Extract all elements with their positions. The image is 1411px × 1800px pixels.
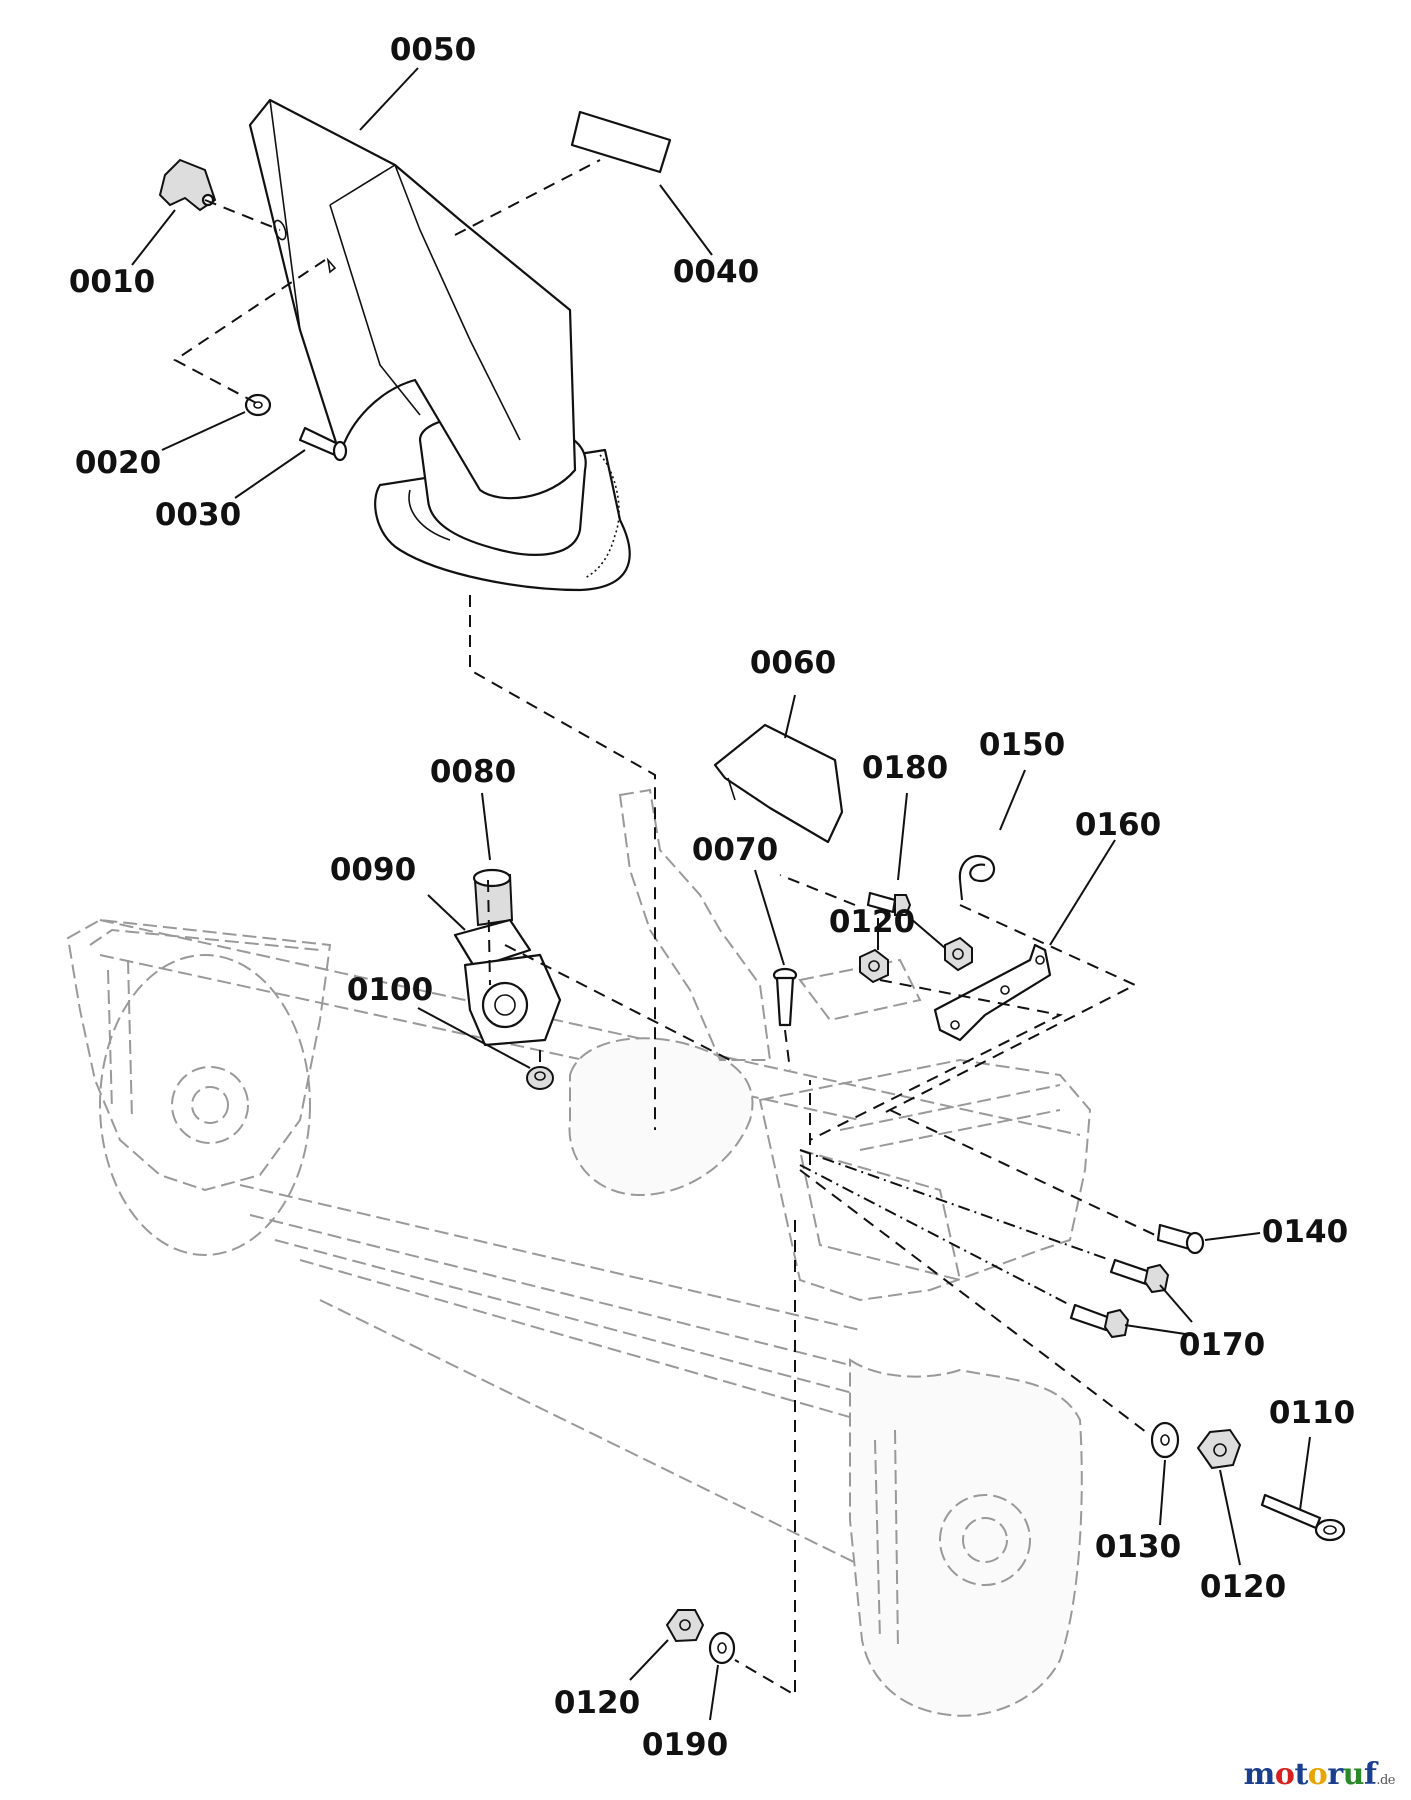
chute-bolt[interactable] — [298, 426, 348, 462]
label-0120-upper: 0120 — [829, 904, 915, 940]
chute-knob[interactable] — [158, 158, 217, 212]
hex-bolt-2[interactable] — [1069, 1303, 1130, 1339]
flange-nut-lower[interactable] — [665, 1609, 705, 1643]
eye-bolt[interactable] — [1260, 1493, 1346, 1542]
label-0180: 0180 — [862, 750, 948, 786]
label-0060: 0060 — [750, 645, 836, 681]
label-0070: 0070 — [692, 832, 778, 868]
label-0170: 0170 — [1179, 1327, 1265, 1363]
label-0010: 0010 — [69, 264, 155, 300]
label-0120-right: 0120 — [1200, 1569, 1286, 1605]
watermark-suffix: .de — [1376, 1773, 1395, 1788]
flange-nut-upper-1[interactable] — [859, 948, 889, 984]
site-watermark-logo: motoruf.de — [1243, 1757, 1396, 1792]
label-0150: 0150 — [979, 727, 1065, 763]
label-0080: 0080 — [430, 754, 516, 790]
chute-motor[interactable] — [453, 918, 562, 1047]
motor-cover[interactable] — [713, 723, 844, 844]
cover-screw[interactable] — [866, 891, 912, 916]
leader-lines — [131, 67, 1311, 1721]
label-0110: 0110 — [1269, 1395, 1355, 1431]
motor-nut[interactable] — [526, 1066, 554, 1090]
flange-nut-right[interactable] — [1196, 1428, 1242, 1470]
label-0040: 0040 — [673, 254, 759, 290]
discharge-chute[interactable] — [248, 98, 631, 592]
watermark-letter: o — [1307, 1757, 1328, 1792]
clevis-pin[interactable] — [1156, 1223, 1205, 1255]
auger-housing-phantom — [66, 788, 1092, 1717]
label-0120-lower: 0120 — [554, 1685, 640, 1721]
label-0090: 0090 — [330, 852, 416, 888]
chute-label[interactable] — [570, 110, 672, 174]
label-0020: 0020 — [75, 445, 161, 481]
chute-washer[interactable] — [244, 393, 272, 417]
watermark-letter: m — [1243, 1757, 1276, 1792]
label-0100: 0100 — [347, 972, 433, 1008]
label-0130: 0130 — [1095, 1529, 1181, 1565]
lower-washer-left[interactable] — [708, 1631, 736, 1665]
label-0030: 0030 — [155, 497, 241, 533]
watermark-letter: f — [1363, 1757, 1377, 1792]
assembly-lines — [173, 159, 1156, 1697]
watermark-letter: r — [1327, 1757, 1343, 1792]
watermark-letter: t — [1294, 1757, 1308, 1792]
pinion-gear[interactable] — [472, 868, 514, 927]
watermark-letter: o — [1274, 1757, 1295, 1792]
label-0140: 0140 — [1262, 1214, 1348, 1250]
spring[interactable] — [958, 854, 996, 901]
carriage-bolt[interactable] — [772, 967, 798, 1027]
flange-nut-upper-2[interactable] — [944, 936, 973, 972]
watermark-letter: u — [1342, 1757, 1365, 1792]
label-0050: 0050 — [390, 32, 476, 68]
hex-bolt-1[interactable] — [1109, 1258, 1170, 1294]
label-0190: 0190 — [642, 1727, 728, 1763]
part-labels: 0050 0010 0040 0020 0030 0060 0080 0180 … — [69, 32, 1355, 1763]
label-0160: 0160 — [1075, 807, 1161, 843]
lower-washer-right[interactable] — [1150, 1421, 1180, 1459]
chute-bracket[interactable] — [933, 943, 1052, 1042]
